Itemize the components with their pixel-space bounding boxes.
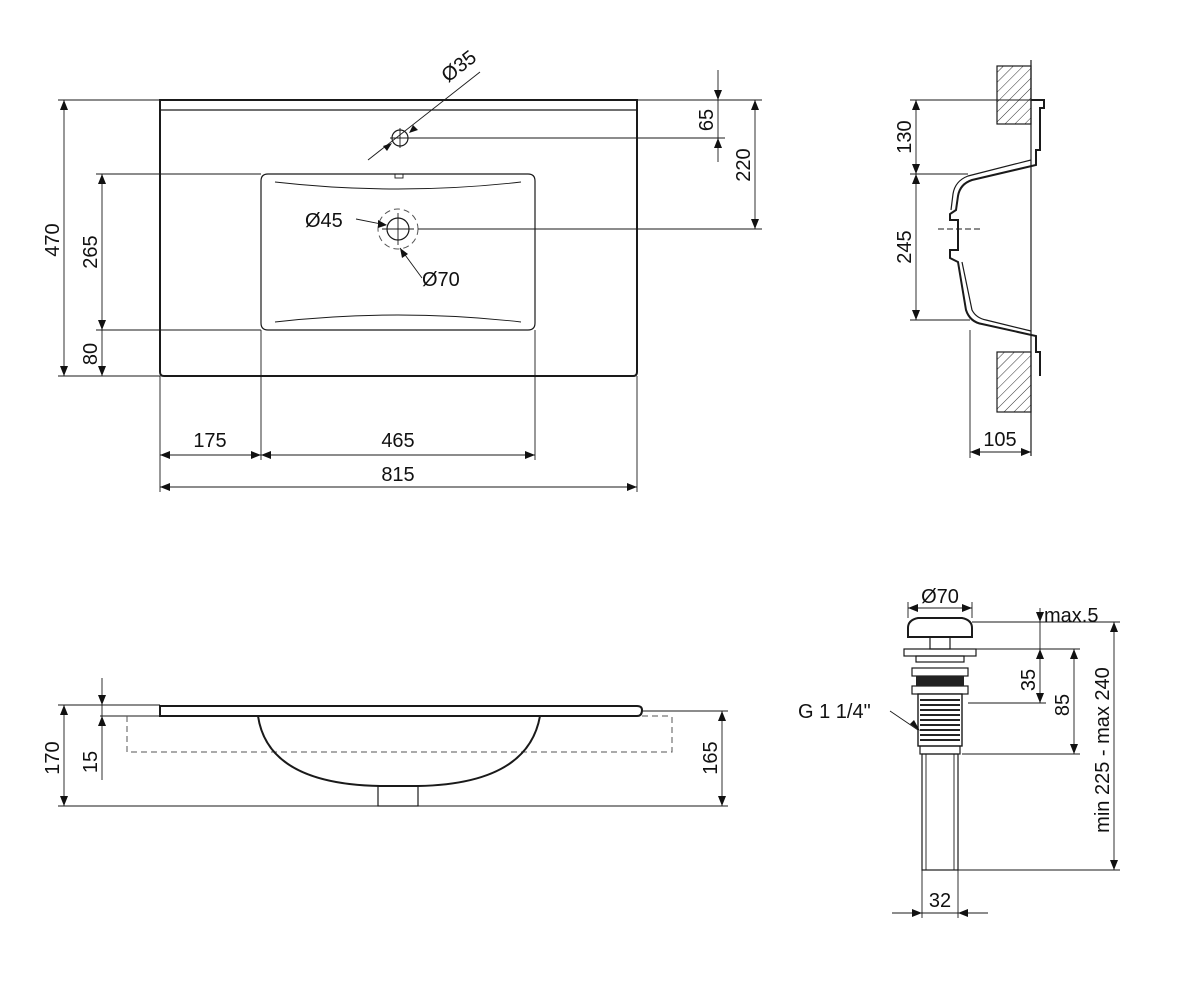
bowl-rim-top-curve <box>274 181 522 190</box>
dim-170: 170 <box>42 741 64 774</box>
dim-max5: max.5 <box>1044 605 1098 627</box>
wall-block-top <box>996 65 1032 125</box>
dim-15: 15 <box>80 751 102 773</box>
label-drain-hole: Ø45 <box>305 210 343 232</box>
wall-block-bottom <box>996 351 1032 413</box>
dim-105: 105 <box>983 429 1016 451</box>
dim-220: 220 <box>733 148 755 181</box>
dim-130: 130 <box>894 120 916 153</box>
drain-thread-end <box>919 745 961 755</box>
dim-32: 32 <box>929 890 951 912</box>
label-tap-hole: Ø35 <box>438 46 481 87</box>
drain-nut-bottom <box>911 685 969 695</box>
basin-section-profile <box>949 99 1045 376</box>
drain-thread-lines <box>920 699 960 741</box>
drain-stub <box>377 785 419 807</box>
label-thread: G 1 1/4" <box>798 701 871 723</box>
basin-outline <box>159 99 638 377</box>
top-view: Ø35 Ø45 Ø70 65 220 470 <box>42 46 762 492</box>
dim-465: 465 <box>381 430 414 452</box>
dim-80: 80 <box>80 343 102 365</box>
drain-cap <box>907 617 973 638</box>
dim-drain-d70: Ø70 <box>921 586 959 608</box>
drain-view: Ø70 max.5 35 85 min 225 - max 240 G 1 1/… <box>798 586 1120 918</box>
dim-265: 265 <box>80 235 102 268</box>
cabinet-hidden-line <box>126 716 673 753</box>
dim-65: 65 <box>696 109 718 131</box>
dim-470: 470 <box>42 223 64 256</box>
drain-stem <box>929 636 951 650</box>
bowl-front-profile <box>257 715 541 787</box>
basin-front-slab <box>159 705 644 717</box>
drain-tail-pipe <box>921 753 959 871</box>
bowl-outline <box>260 173 536 331</box>
dim-245: 245 <box>894 230 916 263</box>
dim-35: 35 <box>1018 669 1040 691</box>
label-drain-hole-outer: Ø70 <box>422 269 460 291</box>
bowl-rim-bottom-curve <box>274 314 522 323</box>
dim-165: 165 <box>700 741 722 774</box>
drain-flange <box>903 648 977 657</box>
front-view: 170 15 165 <box>42 678 728 807</box>
dim-175: 175 <box>193 430 226 452</box>
dim-815: 815 <box>381 464 414 486</box>
drain-washer <box>915 655 965 663</box>
dim-range: min 225 - max 240 <box>1092 667 1114 833</box>
overflow-slot <box>394 173 404 179</box>
dim-85: 85 <box>1052 694 1074 716</box>
drain-nut-top <box>911 667 969 677</box>
side-section: 130 245 105 <box>894 60 1045 458</box>
drain-nut-dark <box>916 676 964 686</box>
